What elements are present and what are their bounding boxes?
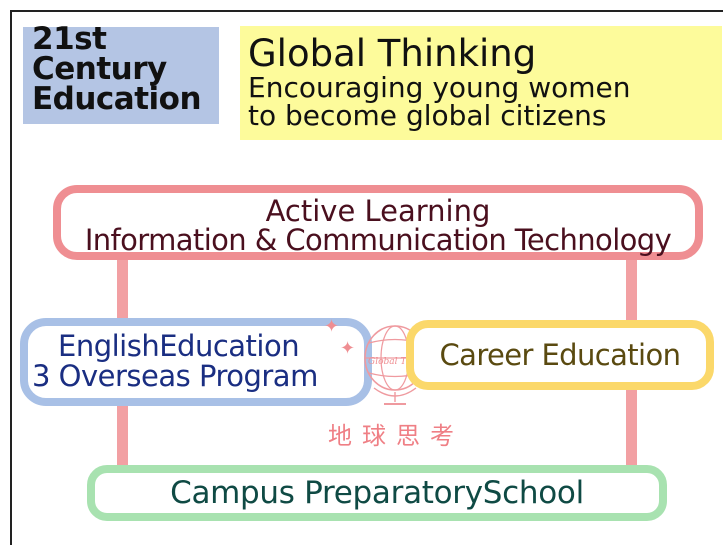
logo-script-text: Global Thinking bbox=[368, 357, 436, 367]
badge-line: Education bbox=[32, 81, 202, 117]
badge-line: 21st bbox=[32, 21, 107, 57]
subtitle-line: Encouraging young women bbox=[248, 71, 631, 104]
logo-kanji-text: 地球思考 bbox=[328, 422, 464, 450]
sparkle-icon: ✦ bbox=[340, 338, 356, 359]
ict-label: Information & Communication Technology bbox=[84, 223, 672, 257]
active-learning-label: Active Learning bbox=[265, 194, 491, 228]
frame-border bbox=[10, 10, 723, 545]
career-education-label: Career Education bbox=[439, 338, 682, 372]
active-learning-box: Active Learning Information & Communicat… bbox=[53, 185, 703, 260]
page-subtitle: Encouraging young women to become global… bbox=[248, 74, 631, 130]
badge-background bbox=[23, 27, 219, 124]
title-background bbox=[240, 26, 722, 140]
century-education-badge: 21st Century Education bbox=[32, 21, 222, 117]
overseas-program-label: 3 Overseas Program bbox=[32, 359, 318, 393]
badge-line: Century bbox=[32, 51, 167, 87]
campus-school-box: Campus PreparatorySchool bbox=[87, 465, 667, 521]
sparkle-icon: ✦ bbox=[324, 316, 340, 337]
subtitle-line: to become global citizens bbox=[248, 99, 607, 132]
campus-school-label: Campus PreparatorySchool bbox=[170, 475, 584, 511]
page-title: Global Thinking bbox=[248, 32, 537, 75]
english-education-box: EnglishEducation 3 Overseas Program bbox=[20, 318, 372, 406]
english-education-label: EnglishEducation bbox=[58, 329, 300, 363]
career-education-box: Career Education bbox=[406, 320, 714, 390]
